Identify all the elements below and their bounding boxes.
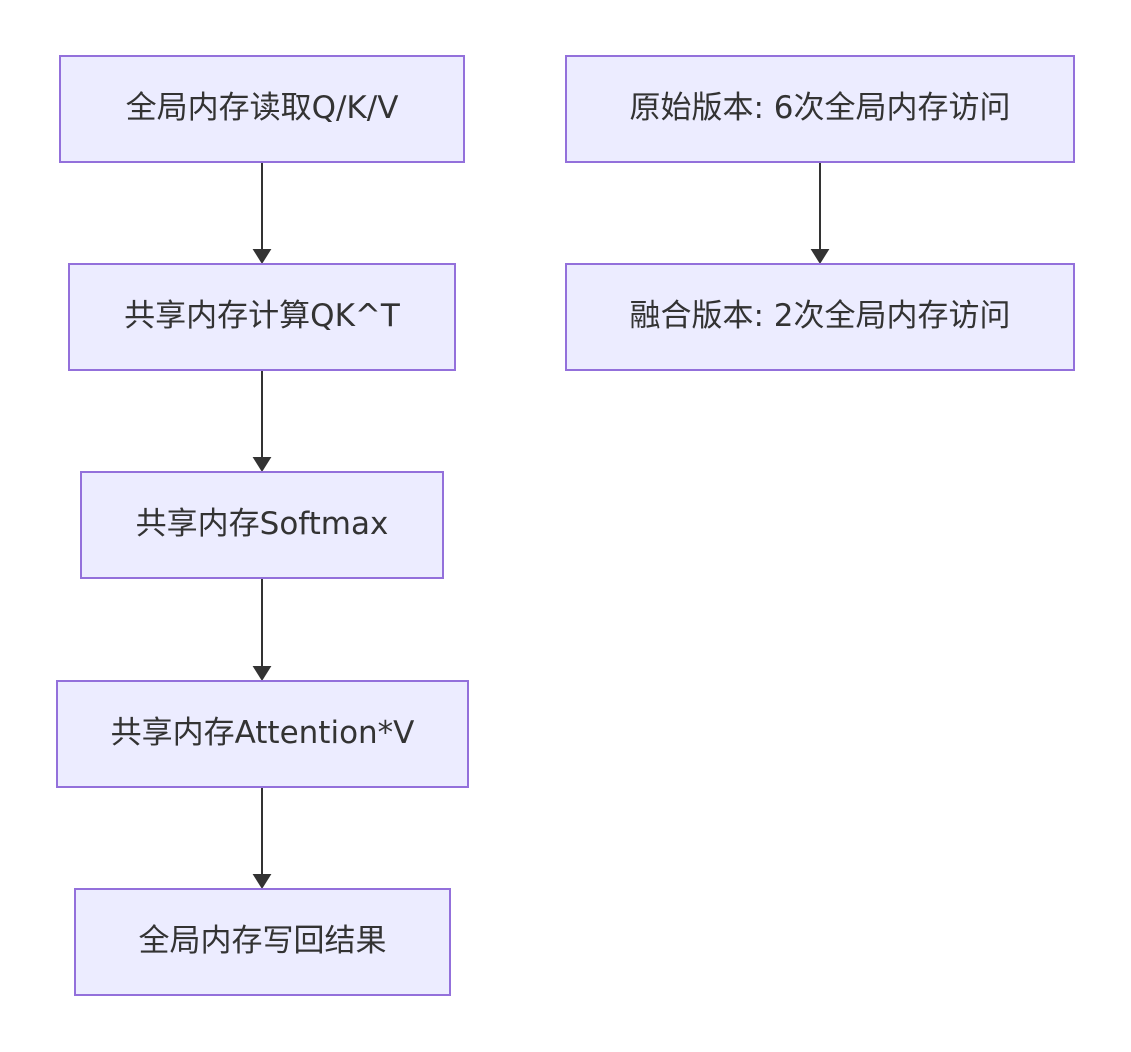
edge-original-to-fused — [810, 163, 830, 264]
flow-node-label: 共享内存Softmax — [135, 506, 389, 543]
flow-node-original-version: 原始版本: 6次全局内存访问 — [565, 55, 1075, 163]
edge-attnv-to-write — [252, 788, 272, 889]
flow-node-fused-version: 融合版本: 2次全局内存访问 — [565, 263, 1075, 371]
flow-node-shared-softmax: 共享内存Softmax — [80, 471, 444, 579]
flow-node-global-read-qkv: 全局内存读取Q/K/V — [59, 55, 465, 163]
edge-qkt-to-softmax — [252, 371, 272, 472]
flow-node-label: 全局内存读取Q/K/V — [125, 90, 399, 127]
flow-node-label: 融合版本: 2次全局内存访问 — [629, 298, 1011, 335]
edge-read-to-qkt — [252, 163, 272, 264]
flow-node-label: 全局内存写回结果 — [138, 923, 387, 960]
flow-node-label: 原始版本: 6次全局内存访问 — [629, 90, 1011, 127]
flow-node-label: 共享内存计算QK^T — [124, 298, 400, 335]
edge-softmax-to-attnv — [252, 579, 272, 681]
flow-node-shared-attention-v: 共享内存Attention*V — [56, 680, 469, 788]
flow-node-global-write-result: 全局内存写回结果 — [74, 888, 451, 996]
flow-node-shared-compute-qkt: 共享内存计算QK^T — [68, 263, 456, 371]
flow-node-label: 共享内存Attention*V — [110, 715, 415, 752]
